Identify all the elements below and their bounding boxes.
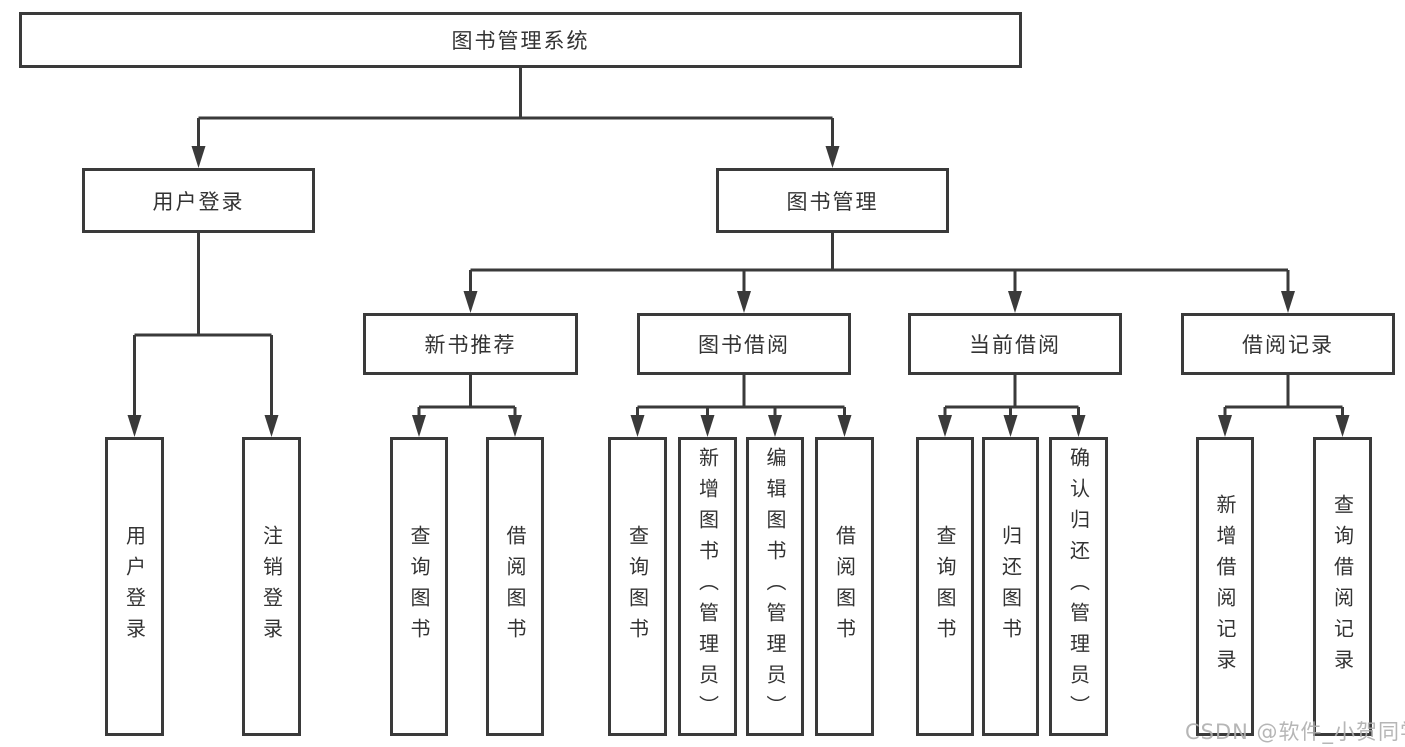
arrowheads [127, 146, 1350, 437]
csdn-watermark: CSDN @软件_小贺同学 [1185, 720, 1405, 744]
node-label: 借阅图书 [832, 524, 857, 649]
edge-user-login-to-leaves [133, 233, 273, 419]
leaf-current-query-book: 查询图书 [916, 437, 974, 736]
leaf-current-return-book: 归还图书 [982, 437, 1039, 736]
node-label: 图书管理 [786, 189, 879, 214]
node-label: 当前借阅 [969, 333, 1061, 357]
leaf-record-query: 查询借阅记录 [1313, 437, 1372, 736]
edge-root-to-level2 [197, 68, 834, 150]
node-label: 图书借阅 [698, 333, 790, 357]
node-label: 图书管理系统 [451, 29, 590, 53]
node-label: 新增图书（管理员） [695, 447, 720, 726]
node-label: 编辑图书（管理员） [763, 447, 787, 726]
leaf-user-login: 用户登录 [105, 437, 164, 736]
node-label: 确认归还（管理员） [1066, 447, 1091, 726]
node-borrow-record: 借阅记录 [1181, 313, 1395, 375]
leaf-borrow-query-book: 查询图书 [608, 437, 667, 736]
edge-record-to-leaves [1223, 375, 1344, 419]
leaf-recommend-borrow-book: 借阅图书 [486, 437, 544, 736]
node-label: 借阅记录 [1242, 333, 1334, 357]
node-book-management: 图书管理 [716, 168, 949, 233]
node-current-borrow: 当前借阅 [908, 313, 1122, 375]
leaf-borrow-edit-book-admin: 编辑图书（管理员） [746, 437, 804, 736]
node-user-login: 用户登录 [82, 168, 315, 233]
node-label: 注销登录 [259, 524, 284, 649]
node-new-book-recommend: 新书推荐 [363, 313, 578, 375]
node-book-borrow: 图书借阅 [637, 313, 851, 375]
edge-recommend-to-leaves [417, 375, 517, 419]
node-root-system: 图书管理系统 [19, 12, 1022, 68]
node-label: 查询借阅记录 [1330, 493, 1355, 680]
node-label: 新书推荐 [424, 333, 517, 357]
node-label: 归还图书 [998, 524, 1023, 649]
node-label: 查询图书 [407, 524, 431, 649]
node-label: 查询图书 [625, 524, 650, 649]
edge-book-mgmt-to-level3 [469, 233, 1290, 295]
node-label: 查询图书 [933, 524, 957, 649]
node-label: 借阅图书 [503, 524, 527, 649]
leaf-record-add: 新增借阅记录 [1196, 437, 1254, 736]
node-label: 用户登录 [122, 524, 147, 649]
leaf-recommend-query-book: 查询图书 [390, 437, 448, 736]
node-label: 用户登录 [152, 189, 245, 214]
edge-current-to-leaves [943, 375, 1080, 419]
leaf-logout-login: 注销登录 [242, 437, 301, 736]
leaf-borrow-add-book-admin: 新增图书（管理员） [678, 437, 737, 736]
leaf-borrow-borrow-book: 借阅图书 [815, 437, 874, 736]
node-label: 新增借阅记录 [1213, 493, 1237, 680]
leaf-current-confirm-return-admin: 确认归还（管理员） [1049, 437, 1108, 736]
edge-borrow-to-leaves [636, 375, 846, 419]
